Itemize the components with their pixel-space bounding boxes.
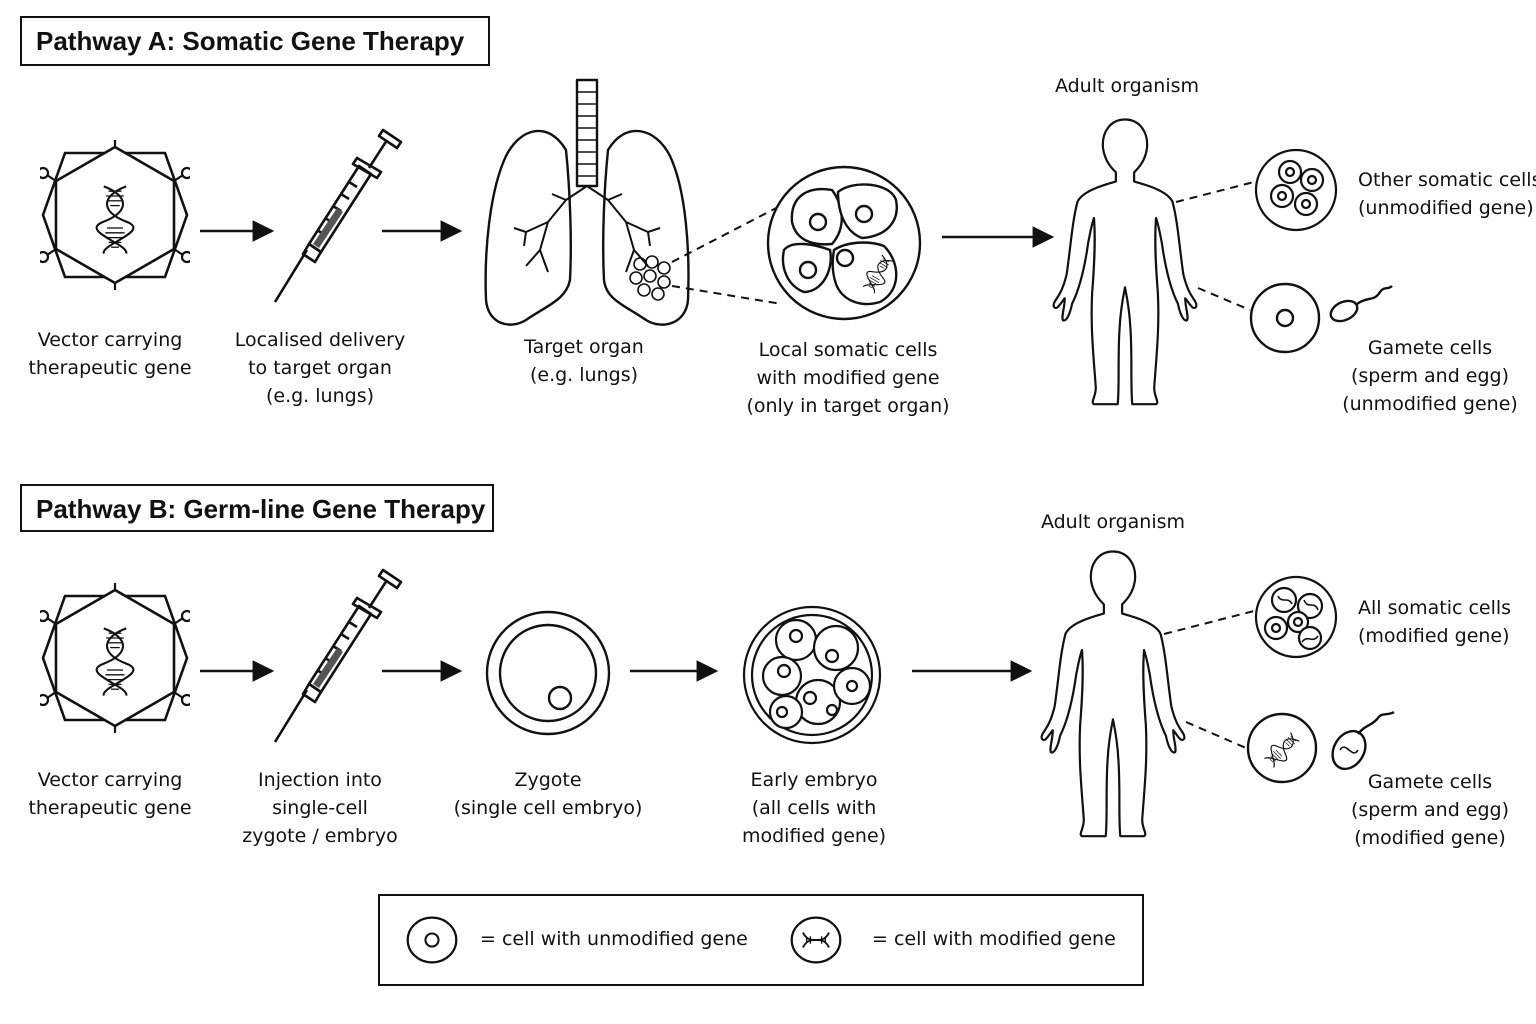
legend-unmodified-label: = cell with unmodified gene bbox=[480, 928, 748, 950]
modified-gamete-icon bbox=[1246, 710, 1395, 784]
early-embryo-icon bbox=[742, 605, 882, 745]
zygote-icon bbox=[485, 610, 611, 736]
step-label-local-cells: Local somatic cells with modified gene (… bbox=[746, 339, 950, 417]
pathway-a-title: Pathway A: Somatic Gene Therapy bbox=[20, 16, 490, 66]
step-label-vector: Vector carrying therapeutic gene bbox=[28, 769, 192, 819]
organism-label: Adult organism bbox=[1054, 75, 1200, 97]
human-icon bbox=[1052, 118, 1198, 406]
step-label-vector: Vector carrying therapeutic gene bbox=[28, 329, 192, 379]
somatic-cells-magnified-icon bbox=[766, 165, 922, 321]
outcome-label-gametes: Gamete cells (sperm and egg) (unmodified… bbox=[1342, 337, 1518, 415]
legend-modified-label: = cell with modified gene bbox=[872, 928, 1116, 950]
human-icon bbox=[1040, 550, 1186, 838]
pathway-b-title: Pathway B: Germ-line Gene Therapy bbox=[20, 484, 494, 532]
step-label-early-embryo: Early embryo (all cells with modified ge… bbox=[741, 769, 887, 847]
lungs-icon bbox=[484, 78, 690, 326]
step-label-zygote: Zygote (single cell embryo) bbox=[453, 769, 643, 819]
step-label-target-organ: Target organ (e.g. lungs) bbox=[524, 336, 644, 386]
outcome-label-somatic: Other somatic cells (unmodified gene) bbox=[1358, 169, 1536, 219]
syringe-icon bbox=[273, 128, 403, 304]
pathway-a-graphics bbox=[40, 78, 1393, 406]
unmodified-cell-cluster-icon bbox=[1254, 148, 1338, 232]
syringe-icon bbox=[273, 568, 403, 744]
pathway-b-graphics bbox=[40, 550, 1395, 838]
organism-label: Adult organism bbox=[1040, 511, 1186, 533]
legend bbox=[378, 894, 1144, 986]
unmodified-gamete-icon bbox=[1249, 282, 1393, 354]
step-label-delivery: Localised delivery to target organ (e.g.… bbox=[234, 329, 406, 407]
step-label-injection: Injection into single-cell zygote / embr… bbox=[242, 769, 398, 847]
outcome-label-gametes: Gamete cells (sperm and egg) (modified g… bbox=[1350, 771, 1510, 849]
modified-cell-cluster-icon bbox=[1254, 575, 1338, 659]
outcome-label-somatic: All somatic cells (modified gene) bbox=[1358, 597, 1512, 647]
